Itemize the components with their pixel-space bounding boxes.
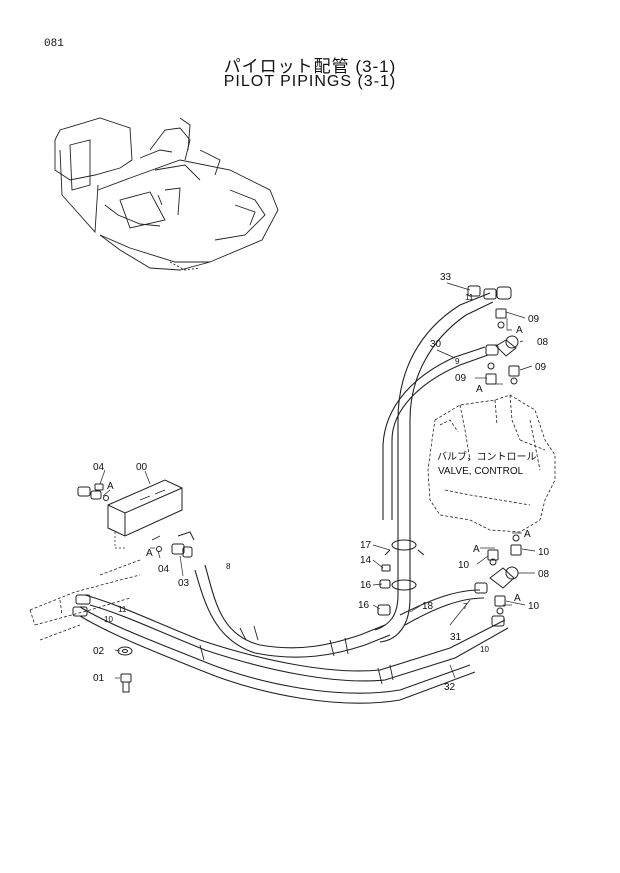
label-16-upper: 16 <box>360 580 372 591</box>
label-02: 02 <box>93 646 105 657</box>
label-32: 32 <box>444 682 456 693</box>
label-04-upper: 04 <box>93 462 105 473</box>
label-09-left: 09 <box>455 373 467 384</box>
label-16-lower: 16 <box>358 600 370 611</box>
elbow-tube-18 <box>374 539 425 643</box>
label-09-upper: 09 <box>528 314 540 325</box>
marker-a-3: A <box>473 544 480 555</box>
pilot-valve-block <box>107 479 183 549</box>
leader-lines <box>99 282 536 679</box>
fitting-04-lower <box>151 535 162 552</box>
bolt-01 <box>120 673 132 693</box>
label-10-left: 10 <box>458 560 470 571</box>
label-31: 31 <box>450 632 462 643</box>
label-17: 17 <box>360 540 372 551</box>
label-08-upper: 08 <box>537 337 549 348</box>
marker-a-5: A <box>514 593 521 604</box>
washer-02 <box>117 646 133 656</box>
label-08-lower: 08 <box>538 569 550 580</box>
fitting-08-lower <box>489 566 519 589</box>
label-30: 30 <box>430 339 442 350</box>
label-01: 01 <box>93 673 105 684</box>
marker-a-4: A <box>524 529 531 540</box>
page-number: 081 <box>44 38 64 50</box>
fitting-03 <box>171 531 195 558</box>
fitting-04-upper <box>77 483 109 501</box>
valve-label-en: VALVE, CONTROL <box>438 466 524 477</box>
hose-mark-11: 11 <box>118 605 127 614</box>
label-10-lower: 10 <box>528 601 540 612</box>
label-33: 33 <box>440 272 452 283</box>
fitting-10-lower <box>494 595 506 615</box>
label-04-lower: 04 <box>158 564 170 575</box>
marker-a-1: A <box>516 325 523 336</box>
floor-plate-outline <box>29 559 141 641</box>
fitting-10-left <box>487 549 499 566</box>
fitting-09-right <box>508 365 520 385</box>
label-09-right: 09 <box>535 362 547 373</box>
hose-clamps <box>199 625 394 685</box>
label-10-right: 10 <box>538 547 550 558</box>
label-00: 00 <box>136 462 148 473</box>
label-03: 03 <box>178 578 190 589</box>
hose-mark-8: 8 <box>226 562 231 571</box>
title-japanese: パイロット配管 (3-1) <box>223 57 397 76</box>
label-18: 18 <box>422 601 434 612</box>
fitting-09-upper <box>495 286 512 329</box>
marker-a-2: A <box>476 384 483 395</box>
hose-mark-9: 9 <box>455 357 460 366</box>
hose-mark-11b: 11 <box>465 293 474 302</box>
marker-a-6: A <box>107 481 114 492</box>
label-14: 14 <box>360 555 372 566</box>
fitting-09-left <box>485 362 497 385</box>
hose-mark-7: 7 <box>463 602 468 611</box>
hose-mark-10: 10 <box>104 615 113 624</box>
fitting-10-right <box>510 534 522 556</box>
excavator-sketch <box>54 117 279 271</box>
title-english: PILOT PIPINGS (3-1) <box>223 73 397 90</box>
fitting-08-upper <box>485 335 519 357</box>
hose-end-fittings <box>72 285 505 627</box>
hose-lines <box>79 292 509 704</box>
control-valve-outline <box>427 394 556 533</box>
hose-mark-10b: 10 <box>480 645 489 654</box>
marker-a-7: A <box>146 548 153 559</box>
valve-label-jp: バルブ，コントロール <box>437 450 537 463</box>
